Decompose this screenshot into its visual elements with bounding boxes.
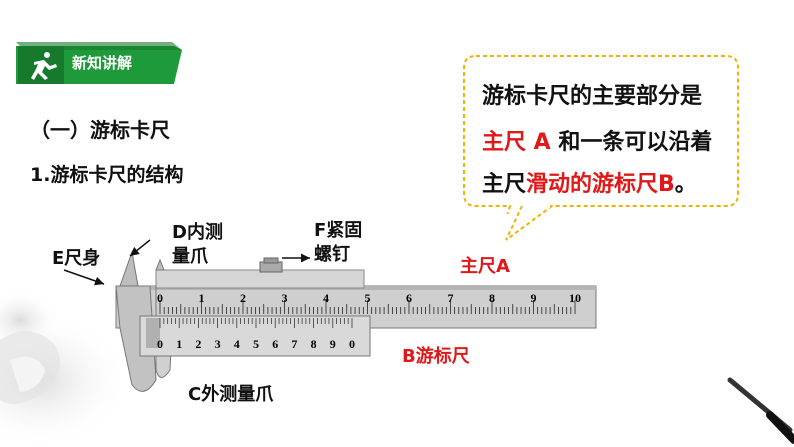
bubble-line-3: 主尺滑动的游标尺B。	[482, 166, 697, 198]
bubble-vernier-text: 滑动的游标尺B	[526, 172, 675, 197]
main-scale-number: 3	[282, 291, 288, 305]
label-inner-jaw-2: 量爪	[172, 246, 208, 267]
label-main-scale: 主尺A	[460, 256, 510, 277]
vernier-scale-number: 0	[157, 337, 163, 351]
main-scale-number: 2	[240, 291, 246, 305]
subsection-title: 1.游标卡尺的结构	[30, 164, 184, 186]
vernier-scale-number: 7	[291, 337, 297, 351]
bubble-line-3-start: 主尺	[482, 172, 527, 197]
bubble-line-2-rest: 和一条可以沿着	[550, 130, 713, 155]
label-outer-jaw: C外测量爪	[188, 384, 274, 405]
label-inner-jaw: D内测	[172, 222, 223, 243]
badge-label: 新知讲解	[72, 54, 133, 72]
label-body: E尺身	[52, 248, 101, 269]
main-scale-number: 6	[406, 291, 412, 305]
main-scale-number: 0	[157, 291, 163, 305]
main-scale-number: 1	[199, 291, 205, 305]
bubble-line-3-end: 。	[674, 172, 697, 197]
vernier-scale-number: 6	[272, 337, 278, 351]
main-scale-number: 10	[569, 291, 581, 305]
vernier-scale-number: 1	[176, 337, 182, 351]
speech-bubble	[463, 55, 739, 214]
section-badge	[16, 42, 182, 84]
vernier-scale-number: 5	[253, 337, 259, 351]
brush-icon	[727, 377, 794, 444]
running-person-icon	[31, 52, 57, 80]
vernier-scale-number: 2	[195, 337, 201, 351]
vernier-scale-number: 0	[349, 337, 355, 351]
vernier-scale-number: 9	[330, 337, 336, 351]
label-screw: F紧固	[314, 220, 363, 241]
vernier-scale-number: 3	[215, 337, 221, 351]
label-vernier: B游标尺	[402, 346, 470, 367]
vernier-scale-number: 8	[311, 337, 317, 351]
main-scale-ticks	[159, 300, 576, 314]
pointer-arrows	[63, 239, 310, 286]
main-scale-number: 8	[489, 291, 495, 305]
main-scale-number: 5	[365, 291, 371, 305]
bubble-line-1: 游标卡尺的主要部分是	[482, 84, 703, 109]
section-title: （一）游标卡尺	[30, 118, 170, 142]
vernier-scale-number: 4	[234, 337, 240, 351]
vernier-scale-ticks	[159, 318, 353, 328]
bubble-line-2: 主尺 A 和一条可以沿着	[482, 124, 712, 156]
main-scale-number: 7	[448, 291, 454, 305]
label-screw-2: 螺钉	[314, 244, 350, 265]
main-scale-number: 4	[323, 291, 329, 305]
main-scale-number: 9	[531, 291, 537, 305]
bubble-main-scale: 主尺 A	[482, 130, 551, 155]
speech-bubble-tail	[505, 204, 553, 241]
